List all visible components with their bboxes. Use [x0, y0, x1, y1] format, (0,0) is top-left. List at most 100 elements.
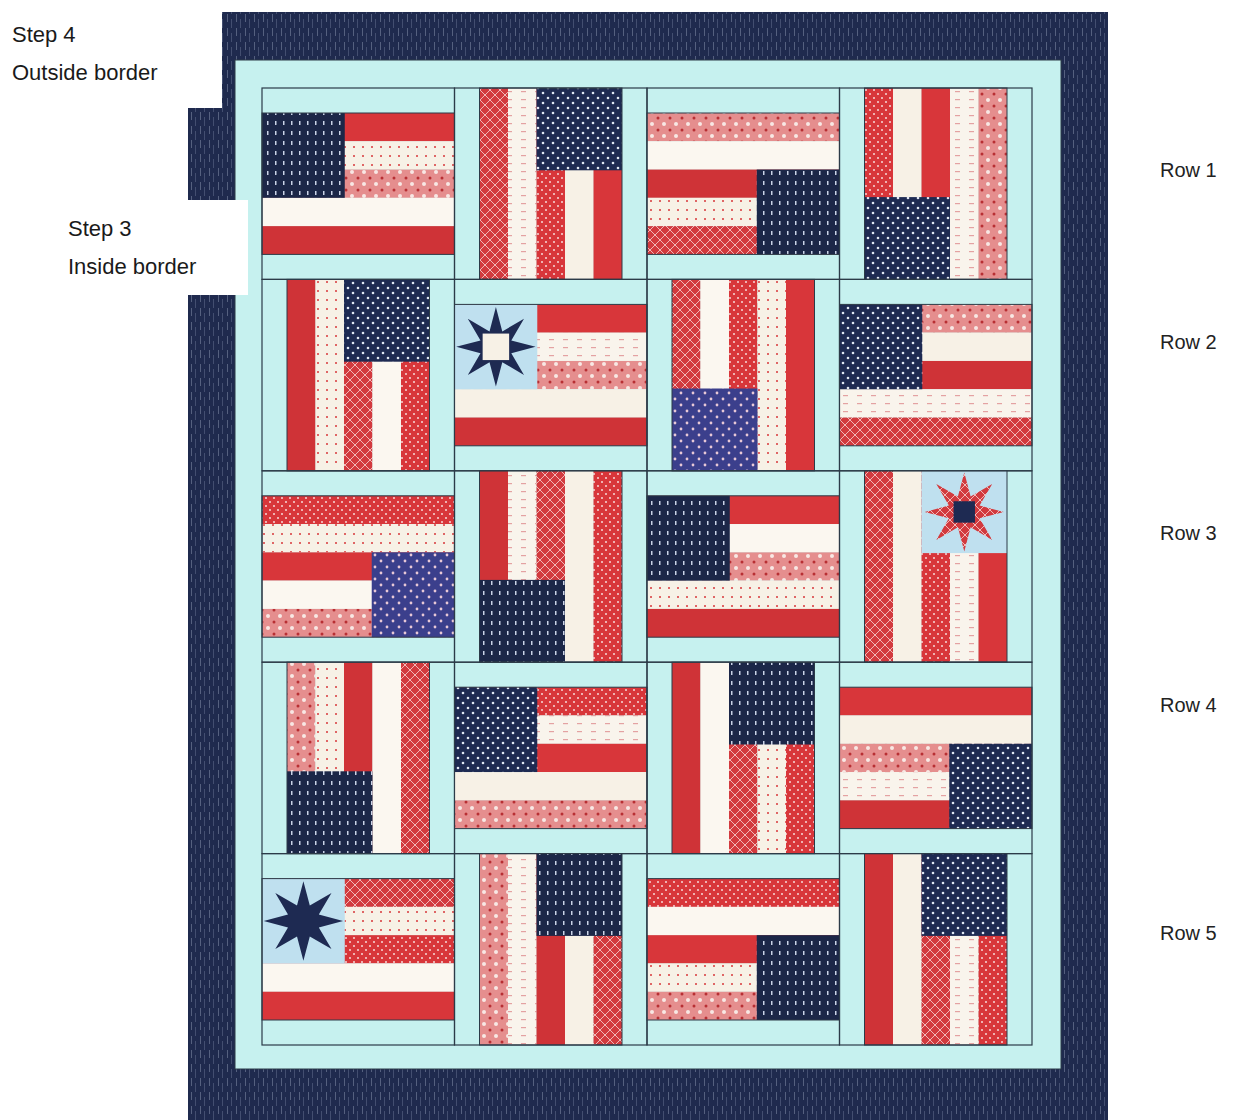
- flag-block: [840, 471, 1033, 662]
- flag-canton: [287, 771, 373, 853]
- flag-stripe: [508, 854, 537, 1045]
- flag-block: [455, 662, 648, 853]
- flag-stripe: [865, 854, 894, 1045]
- block-outline: [455, 88, 648, 279]
- flag-outline: [647, 113, 840, 254]
- flag-stripe: [480, 88, 509, 279]
- star-canton: [262, 879, 345, 964]
- flag-stripe: [262, 226, 455, 254]
- star-canton: [922, 471, 1008, 553]
- flag-block: [840, 662, 1033, 853]
- flag-outline: [647, 496, 840, 637]
- flag-canton: [840, 304, 923, 389]
- flag-stripe: [262, 496, 455, 524]
- block-outline: [262, 662, 455, 853]
- block-outline: [647, 854, 840, 1045]
- block-outline: [455, 854, 648, 1045]
- flag-outline: [840, 304, 1033, 445]
- flag-canton: [949, 744, 1032, 829]
- flag-stripe: [262, 963, 455, 991]
- block-outline: [840, 471, 1033, 662]
- flag-stripe: [647, 581, 840, 609]
- flag-stripe: [672, 662, 701, 853]
- flag-canton: [537, 854, 623, 936]
- flag-outline: [865, 88, 1008, 279]
- flag-outline: [287, 662, 430, 853]
- block-outline: [840, 662, 1033, 853]
- label-box: Step 3Inside border: [48, 200, 248, 295]
- flag-block: [262, 279, 455, 470]
- flag-block: [262, 471, 455, 662]
- flag-outline: [647, 879, 840, 1020]
- flag-stripe: [647, 879, 840, 907]
- flag-block: [840, 88, 1033, 279]
- flag-outline: [262, 879, 455, 1020]
- block-outline: [647, 88, 840, 279]
- flag-outline: [480, 471, 623, 662]
- flag-stripe: [455, 389, 648, 417]
- flag-canton: [865, 197, 951, 279]
- flag-canton: [372, 552, 455, 637]
- flag-stripe: [647, 141, 840, 169]
- row-label: Row 2: [1160, 330, 1217, 354]
- flag-outline: [672, 662, 815, 853]
- flag-stripe: [840, 389, 1033, 417]
- flag-block: [455, 88, 648, 279]
- block-outline: [840, 88, 1033, 279]
- flag-canton: [757, 935, 840, 1020]
- flag-canton: [344, 279, 430, 361]
- flag-stripe: [647, 907, 840, 935]
- flag-outline: [455, 304, 648, 445]
- flag-canton: [480, 580, 566, 662]
- block-outline: [262, 854, 455, 1045]
- flag-stripe: [480, 854, 509, 1045]
- flag-canton: [262, 113, 345, 198]
- flag-outline: [865, 471, 1008, 662]
- flag-outline: [262, 113, 455, 254]
- flag-stripe: [950, 88, 979, 279]
- flag-block: [262, 854, 455, 1045]
- flag-block: [647, 662, 840, 853]
- block-outline: [840, 279, 1033, 470]
- step-description: Inside border: [68, 248, 196, 286]
- flag-stripe: [647, 113, 840, 141]
- flag-stripe: [287, 279, 316, 470]
- block-outline: [262, 88, 455, 279]
- flag-block: [455, 854, 648, 1045]
- flag-stripe: [262, 992, 455, 1020]
- flag-stripe: [455, 418, 648, 446]
- step-heading: Step 4: [12, 16, 76, 54]
- inside-border: [235, 60, 1061, 1069]
- flag-outline: [287, 279, 430, 470]
- star-center: [483, 334, 509, 360]
- row-label: Row 3: [1160, 521, 1217, 545]
- flag-stripe: [840, 687, 1033, 715]
- flag-block: [647, 471, 840, 662]
- star-symbol: [456, 307, 535, 387]
- block-outline: [455, 279, 648, 470]
- flag-canton: [672, 388, 758, 470]
- flag-block: [647, 279, 840, 470]
- label-box: Step 4Outside border: [0, 0, 222, 108]
- flag-outline: [262, 496, 455, 637]
- flag-outline: [455, 687, 648, 828]
- star-canton: [455, 304, 538, 389]
- block-outline: [840, 854, 1033, 1045]
- flag-canton: [647, 496, 730, 581]
- flag-stripe: [758, 279, 787, 470]
- flag-stripe: [786, 279, 815, 470]
- flag-stripe: [455, 333, 648, 361]
- block-outline: [262, 471, 455, 662]
- flag-stripe: [594, 471, 623, 662]
- flag-stripe: [840, 715, 1033, 743]
- flag-stripe: [455, 800, 648, 828]
- row-label: Row 5: [1160, 921, 1217, 945]
- flag-block: [840, 279, 1033, 470]
- flag-stripe: [508, 88, 537, 279]
- flag-canton: [729, 662, 815, 744]
- block-outline: [455, 662, 648, 853]
- flag-stripe: [316, 279, 345, 470]
- row-label: Row 1: [1160, 158, 1217, 182]
- step-description: Outside border: [12, 54, 158, 92]
